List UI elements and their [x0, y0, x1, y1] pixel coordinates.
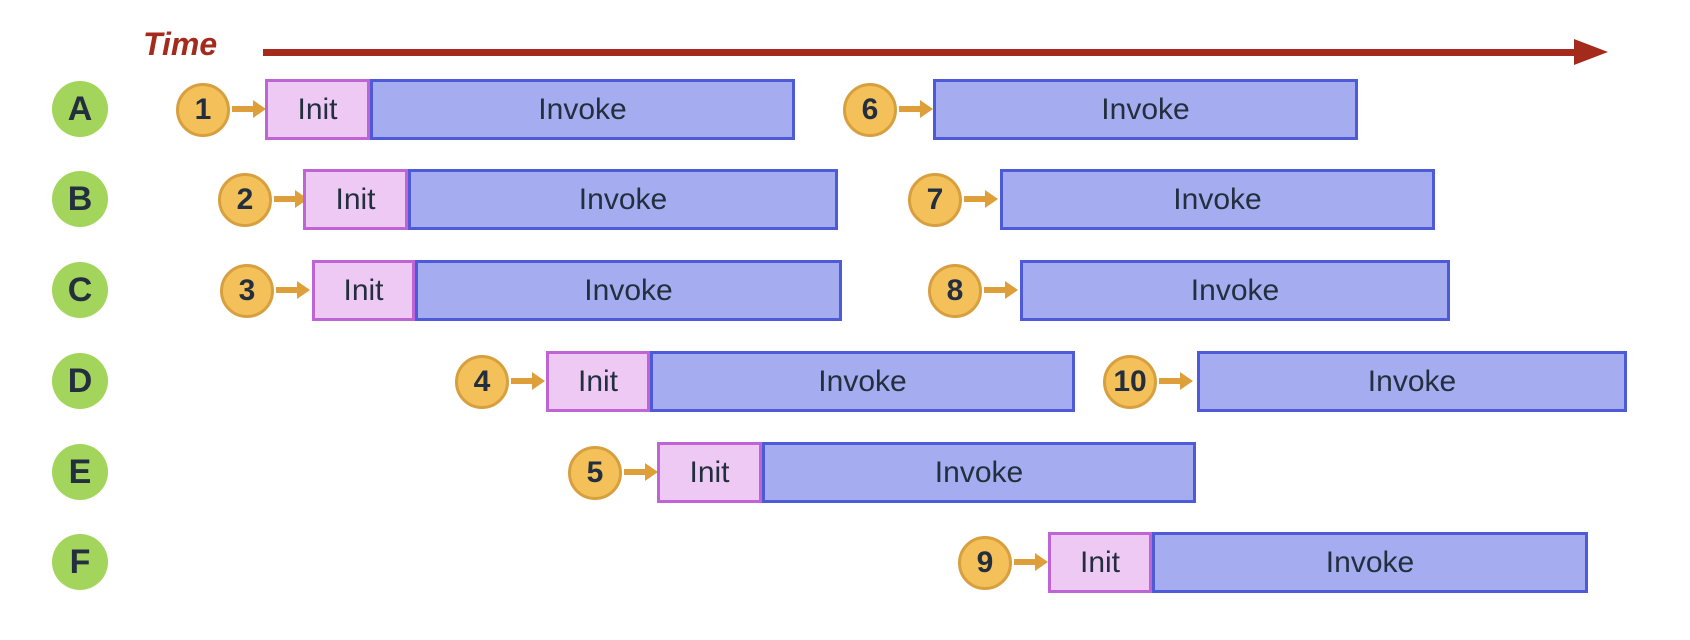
init-bar: Init [303, 169, 408, 230]
invoke-bar: Invoke [933, 79, 1358, 140]
init-bar: Init [546, 351, 650, 412]
request-arrow-icon [984, 281, 1018, 299]
init-bar: Init [312, 260, 415, 321]
request-badge-1: 1 [176, 83, 230, 137]
env-badge-F: F [52, 534, 108, 590]
env-badge-D: D [52, 353, 108, 409]
invoke-bar: Invoke [415, 260, 842, 321]
request-arrow-icon [964, 190, 998, 208]
request-badge-9: 9 [958, 536, 1012, 590]
request-arrow-icon [899, 100, 933, 118]
request-badge-5: 5 [568, 446, 622, 500]
time-axis-label: Time [143, 26, 218, 62]
invoke-bar: Invoke [1000, 169, 1435, 230]
request-badge-7: 7 [908, 173, 962, 227]
init-bar: Init [657, 442, 762, 503]
invoke-bar: Invoke [1152, 532, 1588, 593]
time-axis-line [263, 49, 1578, 56]
invoke-bar: Invoke [1020, 260, 1450, 321]
request-badge-2: 2 [218, 173, 272, 227]
invoke-bar: Invoke [762, 442, 1196, 503]
time-axis-arrowhead-icon [1574, 39, 1608, 65]
init-bar: Init [1048, 532, 1152, 593]
init-bar: Init [265, 79, 370, 140]
request-arrow-icon [1159, 372, 1193, 390]
request-arrow-icon [511, 372, 545, 390]
request-badge-4: 4 [455, 355, 509, 409]
request-badge-8: 8 [928, 264, 982, 318]
invoke-bar: Invoke [650, 351, 1075, 412]
request-arrow-icon [276, 281, 310, 299]
invoke-bar: Invoke [1197, 351, 1627, 412]
request-badge-10: 10 [1103, 355, 1157, 409]
env-badge-B: B [52, 171, 108, 227]
invoke-bar: Invoke [408, 169, 838, 230]
env-badge-A: A [52, 81, 108, 137]
request-arrow-icon [624, 463, 658, 481]
invoke-bar: Invoke [370, 79, 795, 140]
request-arrow-icon [232, 100, 266, 118]
request-badge-6: 6 [843, 83, 897, 137]
env-badge-E: E [52, 444, 108, 500]
env-badge-C: C [52, 262, 108, 318]
request-arrow-icon [1014, 553, 1048, 571]
request-badge-3: 3 [220, 264, 274, 318]
